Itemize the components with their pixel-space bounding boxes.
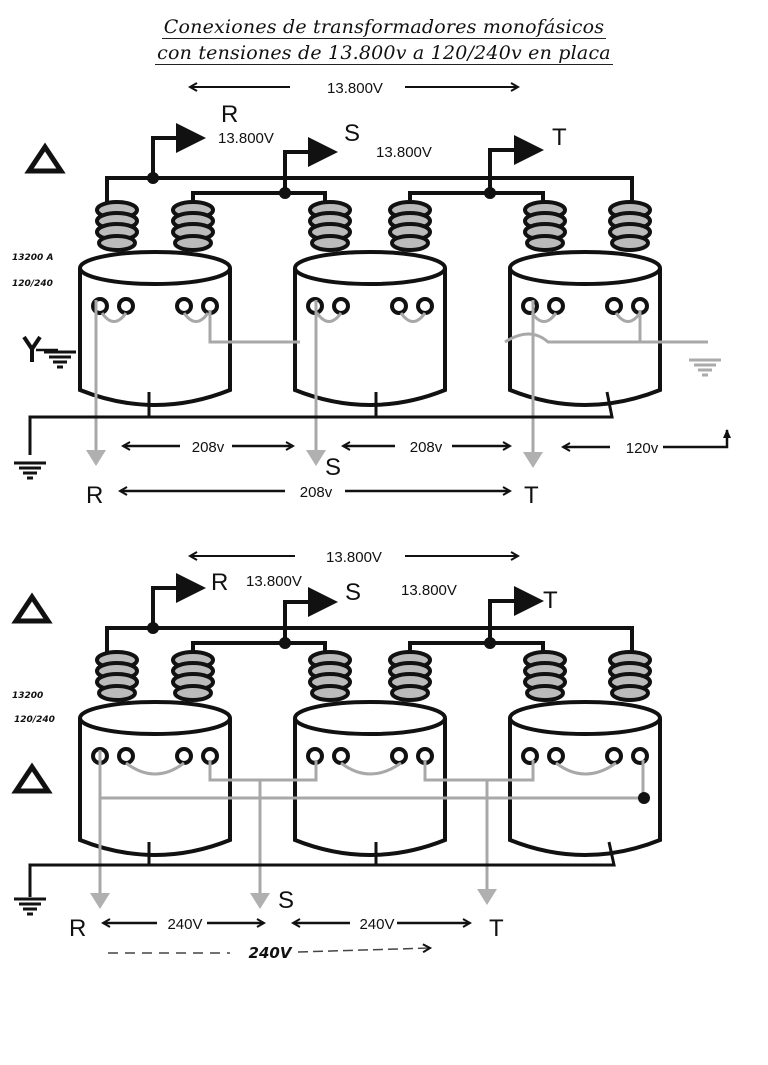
top-line-voltage-label: 13.800V [327,80,383,97]
phase-t-label: T [552,124,567,151]
secondary-delta-icon [16,767,48,791]
bushing-icon [95,200,139,252]
phase-s-arrow-icon [308,587,338,617]
measure-s-t-value: 240V [359,916,394,933]
secondary-wiring [94,300,708,452]
title-text-2: con tensiones de 13.800v a 120/240v en p… [155,42,613,65]
output-r-label: R [69,915,86,942]
bottom-diagram: 13.800V R 13.800V S 13.800V T 13200 120/… [12,549,662,962]
primary-bus-r [105,626,634,665]
delta-icon [16,597,48,621]
neutral-ground-icon [687,358,723,377]
output-t-label: T [524,482,539,509]
transformer-1 [78,700,232,857]
bushing-icon [308,650,352,702]
bushing-icon [523,200,567,252]
measure-r-t-value: 208v [300,484,333,501]
measure-r-s-value: 240V [167,916,202,933]
measure-t-n-value: 120v [626,440,659,457]
phase-r-label: R [221,101,238,128]
bushing-icon [608,200,652,252]
ground-bus [28,841,616,897]
phase-t-arrow-icon [514,586,544,616]
nameplate-note-line-1: 13200 A [12,253,53,263]
bushing-icon [308,200,352,252]
measure-r-t-handwritten-value: 240V [249,944,293,962]
output-s-arrow-icon [306,450,326,466]
nameplate-note-line-2: 120/240 [12,279,53,289]
output-r-arrow-icon [90,893,110,909]
bushing-icon [171,200,215,252]
phase-r-label: R [211,569,228,596]
title-text-1: Conexiones de transformadores monofásico… [161,16,607,39]
output-s-arrow-icon [250,893,270,909]
bushing-icon [388,650,432,702]
ground-icon [12,897,48,916]
title-line-1: Conexiones de transformadores monofásico… [0,16,768,39]
phase-s-voltage: 13.800V [401,582,457,599]
delta-icon [29,147,61,171]
output-t-arrow-icon [523,452,543,468]
primary-bus-r [105,176,634,215]
secondary-wiring [98,750,645,896]
output-r-arrow-icon [86,450,106,466]
phase-r-arrow-icon [176,573,206,603]
phase-r-arrow-icon [176,123,206,153]
output-s-label: S [278,887,294,914]
output-t-arrow-icon [477,889,497,905]
phase-s-label: S [344,120,360,147]
bushing-icon [171,650,215,702]
measure-s-t-value: 208v [410,439,443,456]
ground-icon [12,461,48,480]
bushing-icon [523,650,567,702]
bushing-icon [388,200,432,252]
phase-s-label: S [345,579,361,606]
bushing-icon [608,650,652,702]
nameplate-note-line-1: 13200 [12,691,43,701]
phase-r-voltage: 13.800V [246,573,302,590]
bottom-line-voltage-label: 13.800V [326,549,382,566]
output-s-label: S [325,454,341,481]
ground-bus [28,391,614,455]
phase-t-label: T [543,587,558,614]
wye-grounded-icon [22,335,78,369]
nameplate-note-line-2: 120/240 [14,715,55,725]
phase-s-voltage: 13.800V [376,144,432,161]
phase-t-arrow-icon [514,135,544,165]
bushing-icon [95,650,139,702]
top-diagram: 13.800V R 13.800V S 13.800V T 13200 A 12… [12,80,731,509]
handwritten-arrow-right [297,948,430,952]
measure-r-s-value: 208v [192,439,225,456]
transformer-1 [78,250,232,407]
phase-r-voltage: 13.800V [218,130,274,147]
output-r-label: R [86,482,103,509]
output-t-label: T [489,915,504,942]
phase-s-arrow-icon [308,137,338,167]
title-line-2: con tensiones de 13.800v a 120/240v en p… [0,42,768,65]
